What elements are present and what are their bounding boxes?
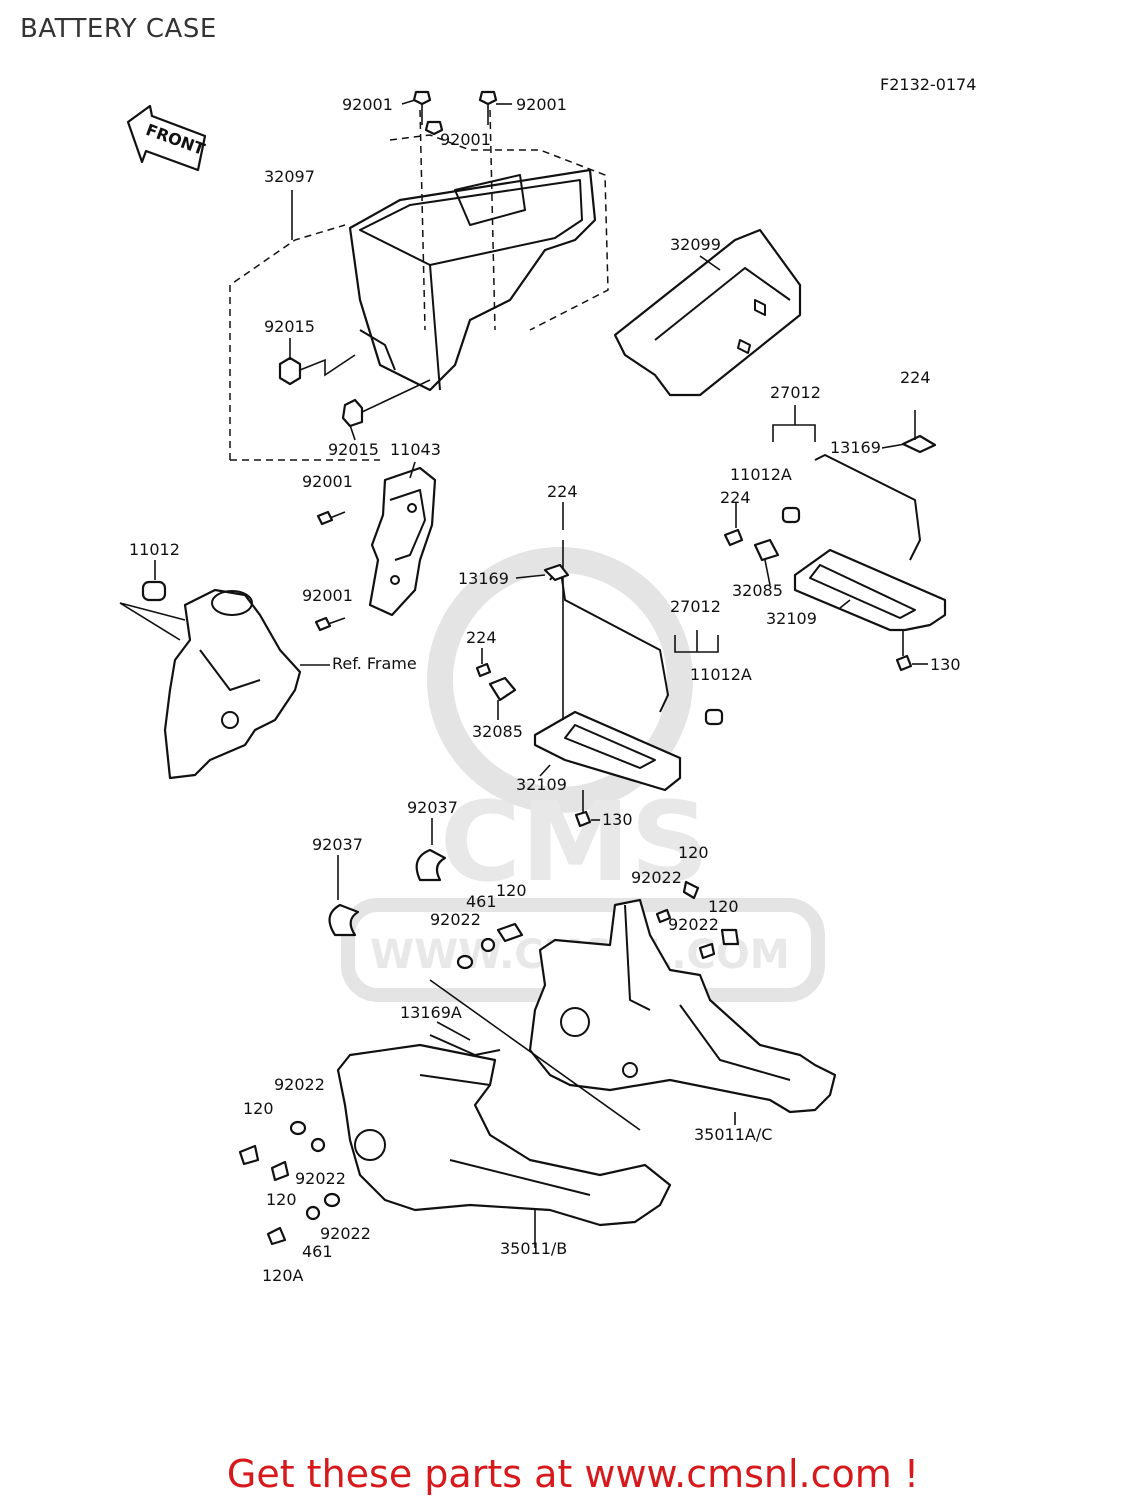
callout-13169a: 13169A (400, 1003, 462, 1022)
callout-13169: 13169 (458, 569, 509, 588)
cta-link[interactable]: Get these parts at www.cmsnl.com ! (226, 1452, 920, 1496)
callout-120: 120 (496, 881, 527, 900)
cmsnl-watermark: CMS WWW.CMSNL.COM (341, 547, 825, 1002)
leader-lines (154, 99, 928, 1248)
callout-92015: 92015 (264, 317, 315, 336)
callout-92022: 92022 (631, 868, 682, 887)
callout-92015: 92015 (328, 440, 379, 459)
battery-cover-32099 (613, 228, 802, 397)
footrest-bracket-35011ac (429, 880, 837, 1131)
callout-130: 130 (930, 655, 961, 674)
callout-461: 461 (302, 1242, 333, 1261)
callout-92022: 92022 (320, 1224, 371, 1243)
callout-224: 224 (466, 628, 497, 647)
callout-120: 120 (678, 843, 709, 862)
callout-461: 461 (466, 892, 497, 911)
callout-224: 224 (900, 368, 931, 387)
page-title: BATTERY CASE (20, 14, 217, 44)
ref-frame-label: Ref. Frame (332, 654, 417, 673)
callout-92022: 92022 (295, 1169, 346, 1188)
callout-92022: 92022 (430, 910, 481, 929)
callout-32085: 32085 (732, 581, 783, 600)
bolt-group-middle (456, 922, 524, 970)
frame-reference (119, 580, 330, 780)
callout-32085: 32085 (472, 722, 523, 741)
callout-92001: 92001 (440, 130, 491, 149)
footrest-bracket-35011b (238, 1034, 672, 1246)
drawing-code: F2132-0174 (880, 75, 976, 94)
callout-120: 120 (243, 1099, 274, 1118)
battery-tray-32109-right (723, 405, 947, 672)
callout-224: 224 (720, 488, 751, 507)
callout-13169: 13169 (830, 438, 881, 457)
callout-11012a: 11012A (730, 465, 792, 484)
callout-35011b: 35011/B (500, 1239, 567, 1258)
callout-120a: 120A (262, 1266, 304, 1285)
callout-120: 120 (266, 1190, 297, 1209)
callout-92001: 92001 (516, 95, 567, 114)
callout-92001: 92001 (302, 472, 353, 491)
callout-92001: 92001 (342, 95, 393, 114)
callout-92037: 92037 (312, 835, 363, 854)
callout-11012: 11012 (129, 540, 180, 559)
battery-tray-32109 (475, 540, 724, 828)
callout-92022: 92022 (274, 1075, 325, 1094)
nut-icon (278, 354, 431, 428)
callout-92037: 92037 (407, 798, 458, 817)
callout-11043: 11043 (390, 440, 441, 459)
callout-27012: 27012 (670, 597, 721, 616)
callout-32097: 32097 (264, 167, 315, 186)
callout-92022: 92022 (668, 915, 719, 934)
battery-case-32097 (229, 109, 609, 461)
callout-35011ac: 35011A/C (694, 1125, 772, 1144)
bracket-11043 (314, 466, 437, 632)
callout-120: 120 (708, 897, 739, 916)
callout-130: 130 (602, 810, 633, 829)
watermark-mark: CMS (440, 778, 709, 906)
callout-11012a: 11012A (690, 665, 752, 684)
callout-27012: 27012 (770, 383, 821, 402)
front-arrow-icon: FRONT (126, 104, 207, 172)
callout-92001: 92001 (302, 586, 353, 605)
callout-224: 224 (547, 482, 578, 501)
callout-32099: 32099 (670, 235, 721, 254)
clamp-92037 (328, 848, 447, 937)
bolt-icon (412, 90, 498, 136)
callout-labels: 92001 92001 92001 32097 32099 92015 9201… (129, 95, 961, 1285)
callout-32109: 32109 (516, 775, 567, 794)
callout-32109: 32109 (766, 609, 817, 628)
